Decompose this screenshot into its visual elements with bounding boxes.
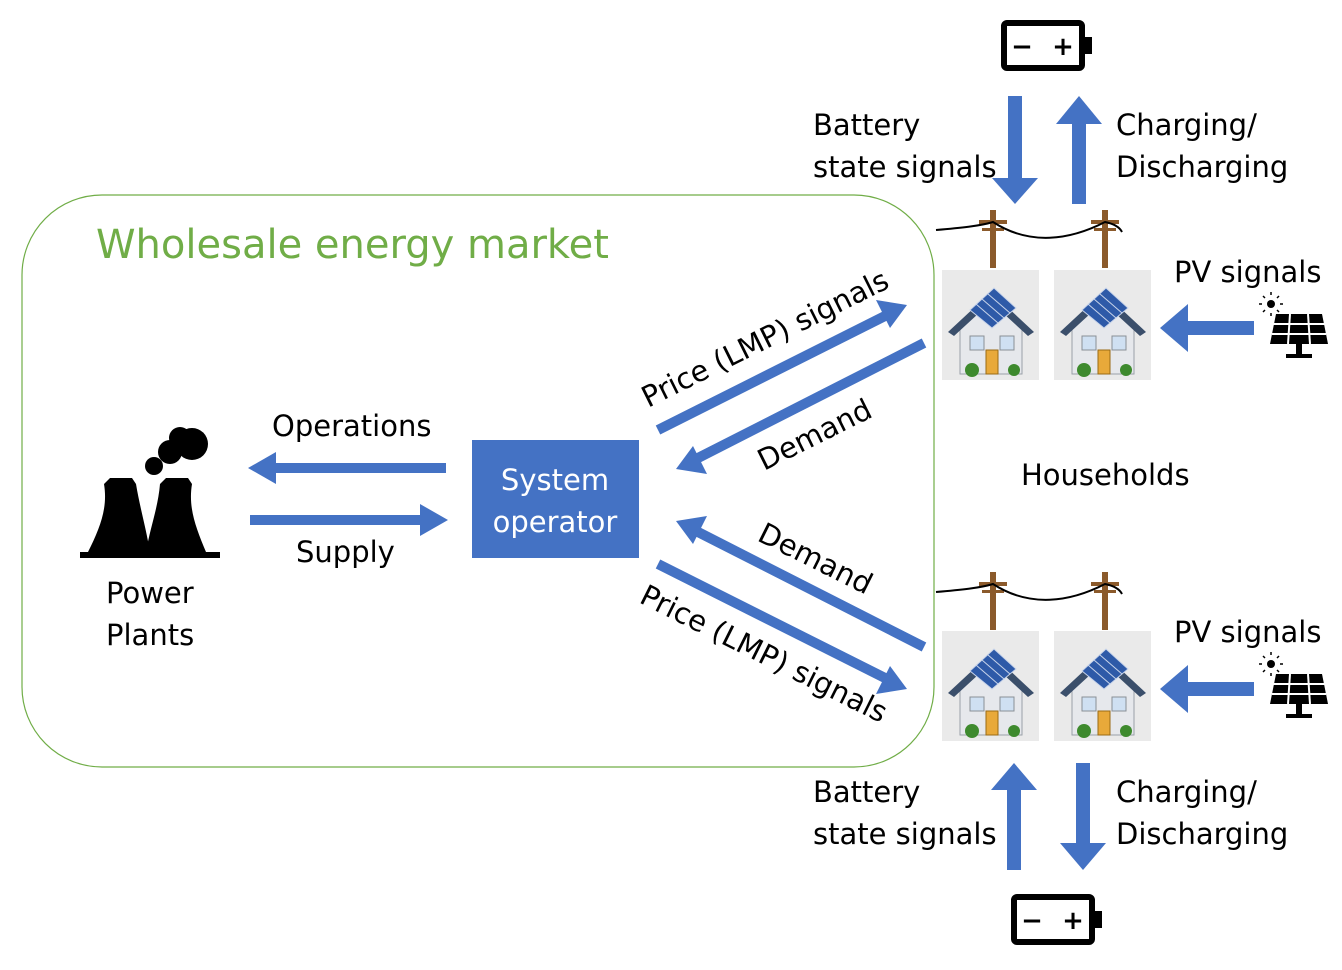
svg-text:−: − xyxy=(1021,906,1043,936)
wholesale-market-region xyxy=(21,194,935,768)
supply-arrow xyxy=(250,504,448,536)
pv-signals-label-bottom: PV signals xyxy=(1174,615,1321,649)
charging-label-top-line2: Discharging xyxy=(1116,150,1288,184)
battery-state-arrow-bottom xyxy=(991,763,1037,870)
price-signals-arrow-top xyxy=(655,300,907,435)
charging-arrow-top xyxy=(1056,96,1102,204)
pv-signals-label-top: PV signals xyxy=(1174,255,1321,289)
house-icon-bottom-left xyxy=(941,630,1040,742)
pv-signals-arrow-bottom xyxy=(1160,665,1254,713)
house-icon-bottom-right xyxy=(1053,630,1152,742)
battery-icon: − + xyxy=(1011,894,1102,945)
power-plant-icon xyxy=(80,427,220,558)
solar-panel-icon xyxy=(1259,292,1328,358)
charging-label-top-line1: Charging/ xyxy=(1116,108,1257,142)
demand-arrow-bottom xyxy=(676,516,927,652)
battery-signals-label-bottom-line2: state signals xyxy=(813,817,997,851)
demand-label-top: Demand xyxy=(752,392,877,477)
price-signals-label-top: Price (LMP) signals xyxy=(636,263,894,415)
power-plants-label-line2: Plants xyxy=(106,618,194,652)
house-icon-top-right xyxy=(1053,269,1152,381)
battery-signals-label-bottom-line1: Battery xyxy=(813,775,920,809)
market-title: Wholesale energy market xyxy=(96,222,609,268)
pv-signals-arrow-top xyxy=(1160,304,1254,352)
power-plants-label-line1: Power xyxy=(106,576,194,610)
battery-signals-label-top-line2: state signals xyxy=(813,150,997,184)
charging-label-bottom-line1: Charging/ xyxy=(1116,775,1257,809)
demand-arrow-top xyxy=(676,338,927,474)
battery-icon: − + xyxy=(1001,20,1092,71)
svg-text:+: + xyxy=(1052,32,1074,62)
svg-text:+: + xyxy=(1062,906,1084,936)
operations-label: Operations xyxy=(272,409,431,443)
supply-label: Supply xyxy=(296,535,395,569)
system-operator-line1: System xyxy=(501,463,609,497)
power-line-top xyxy=(935,210,1123,268)
battery-state-arrow-top xyxy=(992,96,1038,204)
system-operator-box xyxy=(472,440,639,558)
charging-arrow-bottom xyxy=(1060,763,1106,870)
battery-signals-label-top-line1: Battery xyxy=(813,108,920,142)
price-signals-arrow-bottom xyxy=(655,559,907,694)
house-icon-top-left xyxy=(941,269,1040,381)
price-signals-label-bottom: Price (LMP) signals xyxy=(635,578,893,730)
solar-panel-icon xyxy=(1259,652,1328,718)
svg-text:−: − xyxy=(1011,32,1033,62)
power-line-bottom xyxy=(935,572,1123,630)
charging-label-bottom-line2: Discharging xyxy=(1116,817,1288,851)
system-operator-line2: operator xyxy=(493,505,618,539)
households-label: Households xyxy=(1021,458,1190,492)
operations-arrow xyxy=(248,452,446,484)
